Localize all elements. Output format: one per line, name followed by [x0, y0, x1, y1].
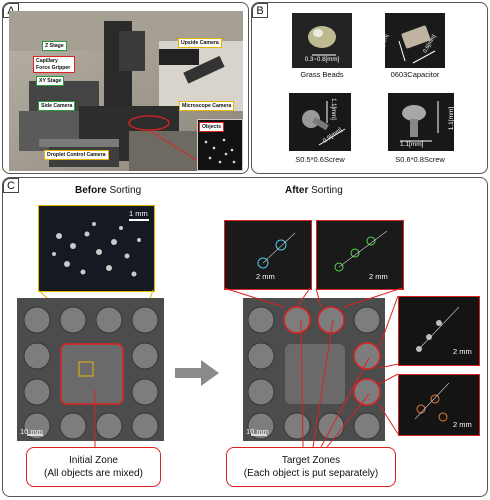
z-stage-label: Z Stage: [42, 41, 67, 51]
capacitor-photo: [385, 13, 445, 68]
before-sorting-bold: Before: [75, 185, 107, 196]
glass-beads-caption: Grass Beads: [300, 70, 344, 79]
zoom-inset-capacitors: [316, 220, 404, 290]
initial-zone-box: Initial Zone (All objects are mixed): [26, 447, 161, 487]
gripper-label: Capillary Force Gripper: [33, 56, 75, 73]
screw-small-photo: [289, 93, 351, 151]
after-sorting-bold: After: [285, 185, 309, 196]
panel-a: A: [2, 2, 249, 174]
target-zones-box: Target Zones (Each object is put separat…: [226, 447, 396, 487]
capacitor-caption: 0603Capacitor: [390, 70, 440, 79]
before-tray: [17, 298, 164, 441]
screw-small-dim-a: 1.1[mm]: [329, 98, 336, 120]
glass-beads-dim: 0.3~0.8[mm]: [304, 56, 340, 63]
screw-large-photo: [388, 93, 454, 151]
initial-zone-title: Initial Zone: [69, 455, 118, 466]
xy-stage-label: XY Stage: [36, 76, 65, 86]
upside-camera-label: Upside Camera: [178, 38, 222, 48]
sort-arrow-icon: [175, 360, 219, 386]
after-tray-graphic: [247, 306, 381, 440]
side-camera-label: Side Camera: [38, 101, 76, 111]
panel-b: B 0.3~0.8[mm] Grass Beads 0.3[mm] 0.6[mm…: [251, 2, 488, 174]
zoom-inset-large-screws: [398, 374, 480, 436]
screw-large-dim-a: 1.1[mm]: [448, 106, 456, 131]
droplet-camera-label: Droplet Control Camera: [44, 150, 109, 160]
scale-label-2mm-2: 2 mm: [369, 272, 388, 281]
microscope-camera-label: Microscope Camera: [179, 101, 235, 111]
glass-beads-photo: [292, 13, 352, 68]
before-tray-graphic: [23, 306, 159, 440]
after-tray: [243, 298, 385, 441]
screw-large-caption: S0.6*0.8Screw: [395, 155, 445, 164]
capacitor-graphic: [398, 25, 436, 64]
zoom-inset-small-screws-graphic: [416, 306, 460, 352]
target-zones-subtitle: (Each object is put separately): [243, 468, 379, 479]
screw-large-graphic: [400, 101, 439, 142]
target-zones-title: Target Zones: [281, 455, 341, 466]
zoom-inset-small-screws: [398, 296, 480, 366]
scale-label-2mm-3: 2 mm: [453, 347, 472, 356]
before-sorting-rest: Sorting: [106, 185, 142, 196]
initial-zone-subtitle: (All objects are mixed): [44, 468, 143, 479]
panel-b-label: B: [252, 3, 268, 18]
glass-beads-graphic: [308, 26, 336, 56]
panel-c-label: C: [3, 178, 19, 193]
scale-label-10mm-before: 10 mm: [20, 427, 43, 436]
zoom-inset-beads: [224, 220, 312, 290]
scale-label-10mm-after: 10 mm: [246, 427, 269, 436]
screw-small-caption: S0.5*0.6Screw: [295, 155, 345, 164]
scale-label-1mm: 1 mm: [129, 209, 148, 218]
after-sorting-heading: After Sorting: [285, 185, 343, 196]
objects-inset-graphic: [204, 138, 236, 164]
panel-c: C Before Sorting After Sorting 1 mm: [2, 177, 488, 497]
zoom-connector-lines: [94, 287, 403, 448]
scale-bar-1mm: [129, 219, 149, 221]
zoom-inset-capacitors-graphic: [334, 230, 388, 272]
objects-label: Objects: [199, 122, 225, 132]
scale-label-2mm-4: 2 mm: [453, 420, 472, 429]
after-sorting-rest: Sorting: [308, 185, 343, 196]
zoom-inset-large-screws-graphic: [414, 382, 450, 422]
setup-photo: [9, 11, 243, 171]
screw-small-graphic: [302, 101, 346, 146]
screw-large-dim-b: 1.1[mm]: [400, 141, 424, 148]
before-zoom-graphic: [52, 222, 141, 277]
before-sorting-heading: Before Sorting: [75, 185, 141, 196]
scale-label-2mm-1: 2 mm: [256, 272, 275, 281]
zoom-inset-beads-graphic: [257, 232, 296, 269]
